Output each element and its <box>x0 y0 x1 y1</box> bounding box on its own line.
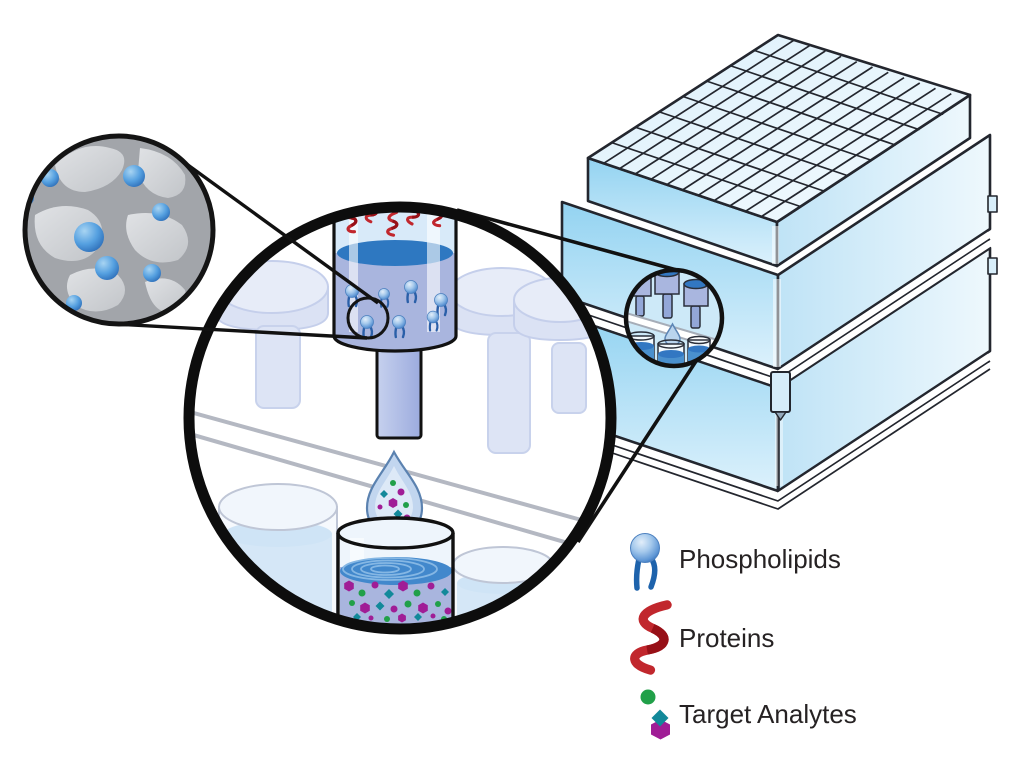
well-grid-lines <box>603 39 952 218</box>
magnifier-ring <box>183 201 617 635</box>
legend: Phospholipids Proteins Target Analytes <box>630 533 857 740</box>
corner-spout <box>770 371 791 421</box>
magnifier-cone-membrane <box>113 150 390 340</box>
collected-analyte-dots <box>344 580 452 623</box>
inset-ring <box>623 267 725 369</box>
legend-label-proteins: Proteins <box>679 623 774 653</box>
plate-lid-96-wells <box>586 33 972 268</box>
plate-inset-circle <box>623 267 725 369</box>
phospholipid-icon <box>630 533 660 591</box>
legend-label-target-analytes: Target Analytes <box>679 699 857 729</box>
protein-icon <box>634 603 667 670</box>
plate-stack <box>560 33 998 510</box>
legend-item-proteins: Proteins <box>634 603 774 670</box>
collection-well <box>336 516 455 625</box>
membrane-circle <box>22 133 216 327</box>
main-magnifier-circle <box>183 201 617 635</box>
filter-well <box>332 211 458 440</box>
liquid-ripples <box>342 557 438 581</box>
well-liquid-surface <box>337 240 453 266</box>
legend-item-phospholipids: Phospholipids <box>630 533 841 591</box>
legend-label-phospholipids: Phospholipids <box>679 544 841 574</box>
legend-item-target-analytes: Target Analytes <box>640 689 857 740</box>
highlight-ring <box>346 296 390 340</box>
plate-side-tab <box>987 257 998 275</box>
membrane-ring <box>22 133 216 327</box>
target-analytes-icon <box>640 689 670 740</box>
plate-side-tab <box>987 195 998 213</box>
magnifier-cone-plate <box>456 208 704 543</box>
